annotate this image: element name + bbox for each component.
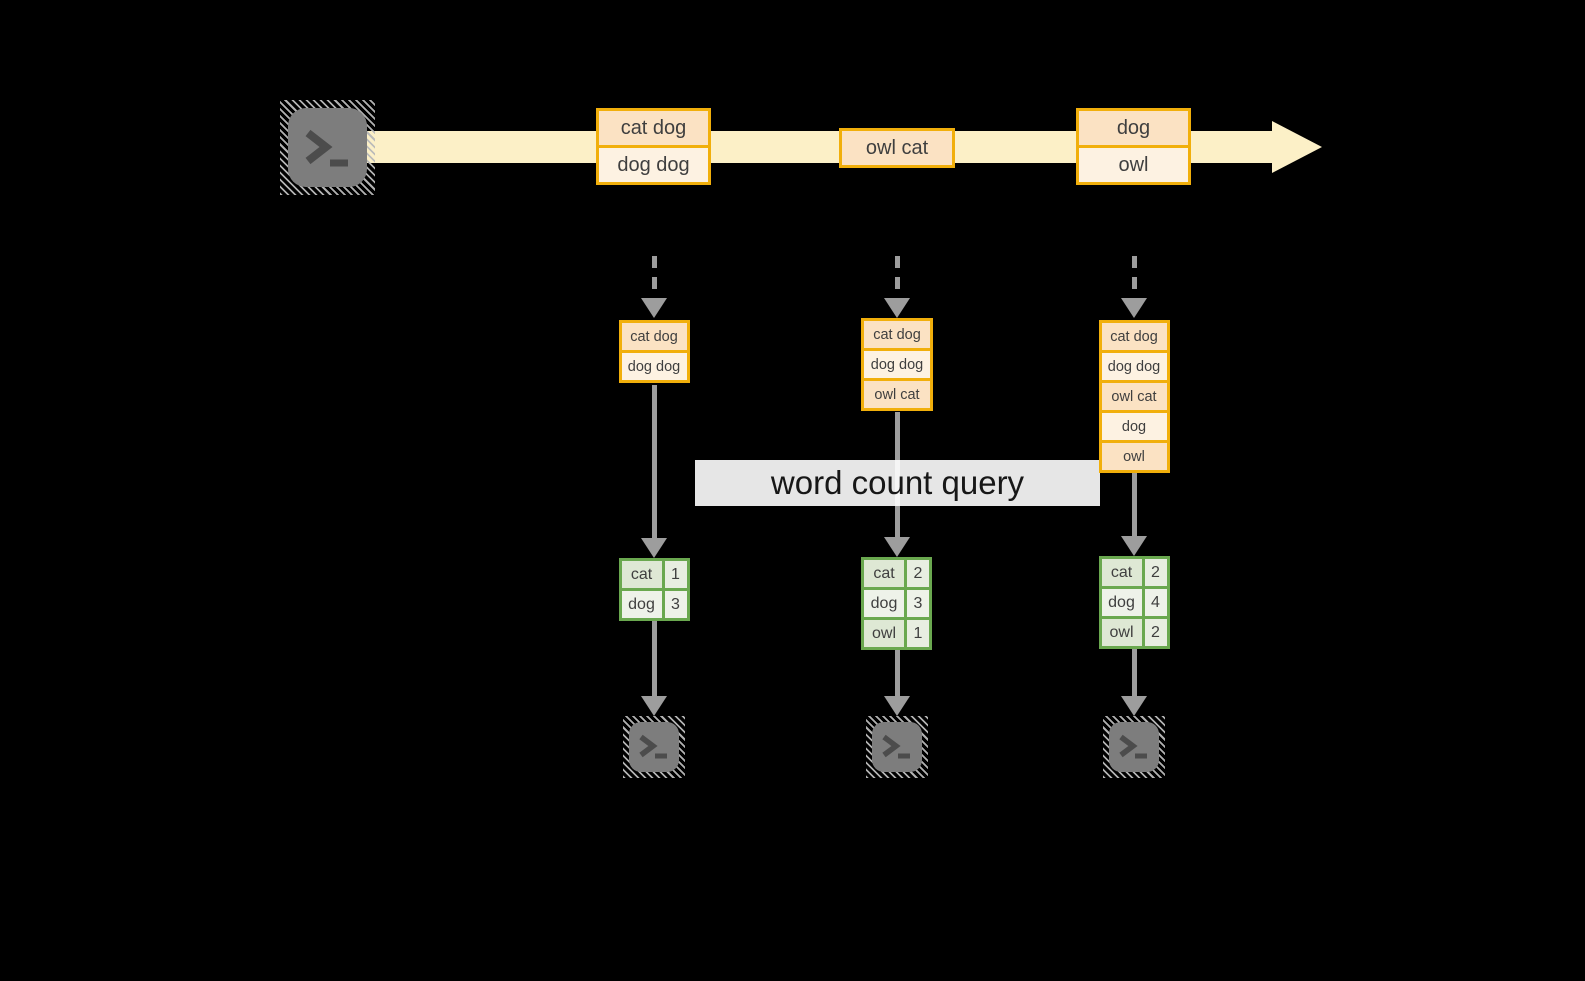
count-cell: 3 [904, 587, 932, 620]
stream-event-2: owl cat [839, 128, 955, 168]
stream-event-cell: owl [1076, 145, 1191, 185]
dashed-arrow-line-3 [1131, 256, 1137, 298]
count-cell: 2 [904, 557, 932, 590]
stream-event-cell: dog [1076, 108, 1191, 148]
word-cell: dog [1098, 586, 1145, 619]
state-cell: cat dog [618, 320, 690, 353]
sink-terminal-icon-3 [1103, 716, 1165, 778]
word-cell: dog [618, 588, 665, 621]
count-cell: 2 [1141, 616, 1170, 649]
dashed-arrow-line-2 [894, 256, 900, 298]
word-cell: owl [1098, 616, 1145, 649]
state-cell: owl [1098, 440, 1170, 473]
terminal-prompt-icon [882, 734, 910, 759]
state-buffer-1: cat dog dog dog [618, 320, 690, 383]
stream-event-cell: dog dog [596, 145, 711, 185]
sink-terminal-icon-1 [623, 716, 685, 778]
state-cell: cat dog [861, 318, 933, 351]
count-row: dog 3 [861, 587, 932, 620]
stream-band-arrowhead-icon [1272, 121, 1322, 173]
table-to-sink-arrow-3 [1131, 649, 1137, 696]
terminal-prompt-icon [1119, 734, 1147, 759]
state-to-table-arrow-3 [1131, 472, 1137, 536]
terminal-prompt-icon [639, 734, 667, 759]
word-cell: dog [861, 587, 907, 620]
state-cell: dog dog [1098, 350, 1170, 383]
count-row: owl 2 [1098, 616, 1170, 649]
stream-event-1: cat dog dog dog [596, 108, 711, 185]
state-cell: dog [1098, 410, 1170, 443]
arrowhead-icon [884, 298, 910, 318]
arrowhead-icon [1121, 536, 1147, 556]
count-row: dog 4 [1098, 586, 1170, 619]
table-to-sink-arrow-1 [651, 621, 657, 696]
count-cell: 2 [1141, 556, 1170, 589]
state-to-table-arrow-1 [651, 385, 657, 538]
arrowhead-icon [884, 696, 910, 716]
count-table-2: cat 2 dog 3 owl 1 [861, 557, 932, 650]
arrowhead-icon [884, 537, 910, 557]
word-cell: cat [861, 557, 907, 590]
dashed-arrow-line-1 [651, 256, 657, 298]
state-buffer-3: cat dog dog dog owl cat dog owl [1098, 320, 1170, 473]
count-cell: 1 [904, 617, 932, 650]
state-cell: owl cat [1098, 380, 1170, 413]
word-cell: cat [1098, 556, 1145, 589]
count-table-3: cat 2 dog 4 owl 2 [1098, 556, 1170, 649]
arrowhead-icon [1121, 298, 1147, 318]
sink-terminal-icon-2 [866, 716, 928, 778]
arrowhead-icon [641, 696, 667, 716]
count-row: cat 2 [1098, 556, 1170, 589]
arrowhead-icon [1121, 696, 1147, 716]
count-row: cat 1 [618, 558, 690, 591]
state-cell: owl cat [861, 378, 933, 411]
table-to-sink-arrow-2 [894, 650, 900, 696]
stream-event-cell: owl cat [839, 128, 955, 168]
count-row: owl 1 [861, 617, 932, 650]
count-cell: 1 [661, 558, 690, 591]
state-cell: dog dog [618, 350, 690, 383]
arrowhead-icon [641, 298, 667, 318]
arrowhead-icon [641, 538, 667, 558]
count-cell: 4 [1141, 586, 1170, 619]
count-table-1: cat 1 dog 3 [618, 558, 690, 621]
state-cell: cat dog [1098, 320, 1170, 353]
state-buffer-2: cat dog dog dog owl cat [861, 318, 933, 411]
source-terminal-icon [280, 100, 375, 195]
stream-event-cell: cat dog [596, 108, 711, 148]
terminal-prompt-icon [305, 129, 348, 167]
count-row: dog 3 [618, 588, 690, 621]
word-cell: cat [618, 558, 665, 591]
count-row: cat 2 [861, 557, 932, 590]
query-label-box: word count query [695, 460, 1100, 506]
count-cell: 3 [661, 588, 690, 621]
state-cell: dog dog [861, 348, 933, 381]
word-cell: owl [861, 617, 907, 650]
query-label-text: word count query [770, 464, 1025, 501]
stream-event-3: dog owl [1076, 108, 1191, 185]
